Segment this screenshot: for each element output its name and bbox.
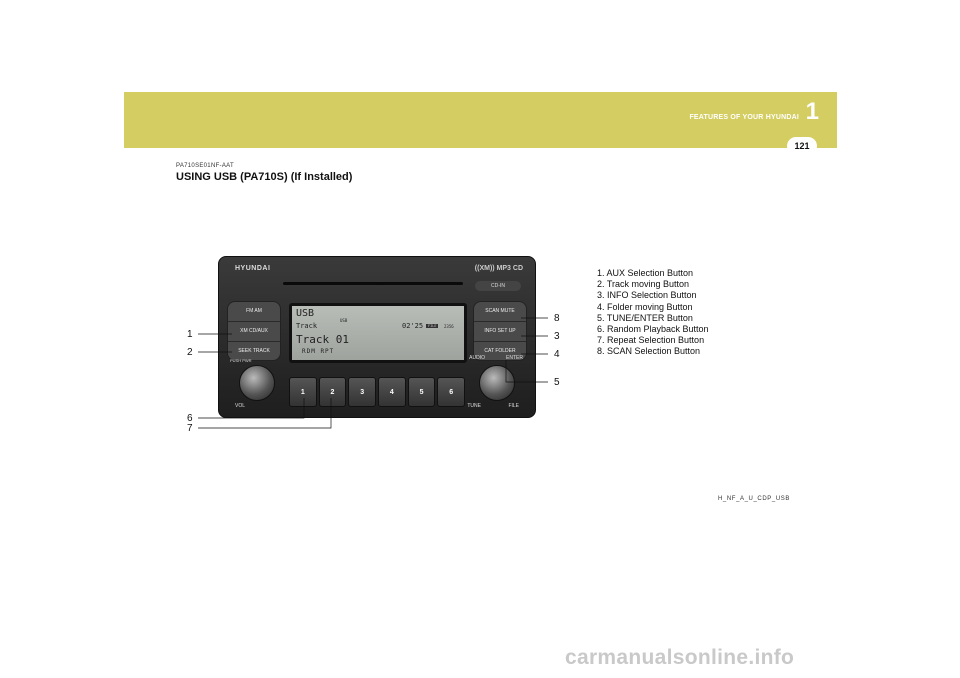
volume-knob xyxy=(239,365,275,401)
section-heading: USING USB (PA710S) (If Installed) xyxy=(176,171,353,183)
preset-5: 5 xyxy=(407,377,436,407)
preset-6: 6 xyxy=(437,377,466,407)
audio-label: AUDIO xyxy=(469,355,485,361)
display-file-number: 2356 xyxy=(444,324,454,329)
cd-in-indicator: CD-IN xyxy=(475,281,521,291)
legend-item: 4. Folder moving Button xyxy=(597,301,693,312)
callout-number-4: 4 xyxy=(554,349,560,360)
brand-logo: HYUNDAI xyxy=(235,265,271,272)
callout-number-3: 3 xyxy=(554,331,560,342)
preset-4: 4 xyxy=(378,377,406,407)
callout-line-6 xyxy=(198,398,305,419)
document-code: PA710SE01NF-AAT xyxy=(176,163,234,169)
legend-item: 5. TUNE/ENTER Button xyxy=(597,312,693,323)
legend-item: 8. SCAN Selection Button xyxy=(597,346,701,357)
callout-number-8: 8 xyxy=(554,313,560,324)
tune-label: TUNE xyxy=(467,403,481,409)
callout-number-2: 2 xyxy=(187,347,193,358)
display-flags: RDM RPT xyxy=(302,348,335,355)
legend-item: 6. Random Playback Button xyxy=(597,324,709,335)
header-band: FEATURES OF YOUR HYUNDAI 1 xyxy=(124,92,837,148)
button-legend: 1. AUX Selection Button 2. Track moving … xyxy=(597,268,709,358)
display-source: USB xyxy=(296,308,315,319)
callout-number-5: 5 xyxy=(554,377,560,388)
callout-number-6: 6 xyxy=(187,413,193,424)
preset-buttons: 1 2 3 4 5 6 xyxy=(289,377,466,407)
left-button-group: FM AM XM CD/AUX SEEK TRACK xyxy=(227,301,281,361)
tune-knob xyxy=(479,365,515,401)
chapter-number: 1 xyxy=(805,98,819,125)
format-badges: ((XM)) MP3 CD xyxy=(474,265,523,272)
xm-cdaux-button: XM CD/AUX xyxy=(228,322,280,342)
preset-2: 2 xyxy=(318,377,347,407)
callout-line-7 xyxy=(198,398,332,429)
legend-item: 3. INFO Selection Button xyxy=(597,290,697,301)
radio-display: USB USB Track 02'25 FILE 2356 Track 01 R… xyxy=(289,303,467,363)
cat-folder-button: CAT FOLDER xyxy=(484,348,516,354)
display-folder-track: Track xyxy=(296,322,318,330)
callout-number-1: 1 xyxy=(187,329,193,340)
display-time: 02'25 xyxy=(402,322,424,330)
figure-code: H_NF_A_U_CDP_USB xyxy=(718,496,790,502)
pwr-label: PUSH PWR xyxy=(230,358,252,363)
section-label: FEATURES OF YOUR HYUNDAI xyxy=(689,114,799,121)
scan-mute-button: SCAN MUTE xyxy=(474,302,526,322)
legend-item: 1. AUX Selection Button xyxy=(597,268,694,278)
enter-label: ENTER xyxy=(506,355,523,361)
preset-3: 3 xyxy=(348,377,377,407)
fm-am-button: FM AM xyxy=(228,302,280,322)
info-setup-button: INFO SET UP xyxy=(474,322,526,342)
legend-item: 2. Track moving Button xyxy=(597,279,690,290)
file-label: FILE xyxy=(508,403,519,409)
right-button-group: SCAN MUTE INFO SET UP CAT FOLDER xyxy=(473,301,527,361)
display-file-tag: FILE xyxy=(426,324,439,328)
vol-label: VOL xyxy=(235,403,246,409)
page-number: 121 xyxy=(787,137,817,155)
display-track-title: Track 01 xyxy=(296,333,349,346)
display-small-source: USB xyxy=(340,318,348,323)
callout-line-5 xyxy=(505,360,548,383)
radio-illustration: HYUNDAI ((XM)) MP3 CD CD-IN FM AM XM CD/… xyxy=(218,256,536,418)
legend-item: 7. Repeat Selection Button xyxy=(597,335,705,346)
seek-track-button: SEEK TRACK xyxy=(238,348,270,354)
cd-slot xyxy=(283,282,463,285)
callout-number-7: 7 xyxy=(187,423,193,434)
watermark-text: carmanualsonline.info xyxy=(565,646,795,669)
preset-1: 1 xyxy=(289,377,317,407)
